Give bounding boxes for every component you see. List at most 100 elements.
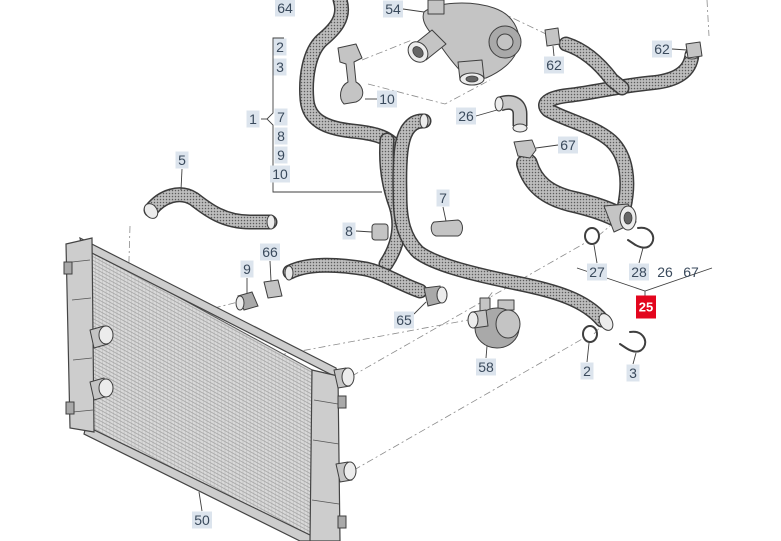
callout-number: 3 [629, 365, 637, 381]
callout-26[interactable]: 26 [456, 107, 476, 125]
hose-upper-right [545, 44, 692, 208]
callout-number: 67 [683, 264, 699, 280]
hose-junction [603, 203, 637, 233]
callout-number: 62 [546, 57, 562, 73]
callout-67[interactable]: 67 [558, 136, 578, 154]
callout-box [240, 260, 254, 278]
pump-nozzle-end [467, 311, 479, 329]
hose-clamp [430, 219, 463, 237]
spring-clip [627, 226, 655, 249]
pump-face [495, 309, 521, 339]
callout-54[interactable]: 54 [383, 0, 403, 18]
callout-64[interactable]: 64 [275, 0, 295, 17]
callout-number: 8 [277, 128, 285, 144]
callout-7[interactable]: 7 [436, 189, 450, 207]
guide-line [706, 0, 710, 37]
radiator-tubes [90, 250, 316, 541]
callout-number: 10 [272, 166, 288, 182]
callout-number: 62 [654, 41, 670, 57]
tank-rib [72, 357, 93, 361]
callout-62-right[interactable]: 62 [652, 40, 672, 58]
hose-clip [513, 139, 537, 159]
callout-number: 50 [194, 512, 210, 528]
callout-number: 9 [277, 147, 285, 163]
callout-box [436, 189, 450, 207]
callout-3[interactable]: 3 [626, 364, 640, 382]
connector-clip-66 [263, 279, 283, 299]
radiator-mount-pin [337, 395, 347, 409]
callout-65[interactable]: 65 [394, 311, 414, 329]
callout-number: 8 [345, 223, 353, 239]
callout-1[interactable]: 1 [246, 110, 260, 128]
highlight-number: 25 [639, 300, 653, 315]
callout-25-selected[interactable]: 25 [636, 295, 656, 319]
housing-inlet-bore [412, 46, 424, 58]
callout-9-group[interactable]: 9 [274, 146, 288, 164]
tank-rib [71, 297, 92, 301]
housing-dome-cap [496, 33, 514, 51]
radiator-bottom-rail [83, 425, 313, 541]
callout-58[interactable]: 58 [476, 358, 496, 376]
callout-box [456, 107, 476, 125]
elbow-end [494, 96, 504, 112]
tank-rib [311, 499, 340, 505]
callout-7-group[interactable]: 7 [274, 108, 288, 126]
callout-2[interactable]: 2 [580, 362, 594, 380]
callout-10-group[interactable]: 10 [270, 165, 290, 183]
radiator-right-lower-nozzle-end [343, 461, 357, 481]
tank-rib [72, 409, 94, 413]
guide-line [361, 39, 413, 61]
callout-8-group[interactable]: 8 [274, 127, 288, 145]
callout-50[interactable]: 50 [192, 511, 212, 529]
hose-lower-branch [290, 265, 420, 291]
thermostat-housing [407, 0, 522, 86]
radiator-upper-nozzle-end [98, 325, 114, 345]
callout-box [274, 146, 288, 164]
connector-end [235, 295, 245, 311]
callout-2-group[interactable]: 2 [273, 38, 287, 56]
leader-line [269, 260, 272, 282]
elbow-connector [494, 94, 528, 133]
callout-62-middle[interactable]: 62 [544, 56, 564, 74]
leader-line [180, 168, 183, 191]
callout-box [626, 364, 640, 382]
leader-line [552, 45, 555, 57]
callout-number: 7 [439, 190, 447, 206]
callout-67-group[interactable]: 67 [683, 264, 699, 280]
callout-28[interactable]: 28 [629, 263, 649, 281]
housing-outlet-bore [465, 75, 479, 83]
tank-rib [71, 259, 91, 263]
callout-box [544, 56, 564, 74]
callout-3-group[interactable]: 3 [273, 58, 287, 76]
callout-number: 5 [178, 152, 186, 168]
hose-clamp-small [371, 223, 389, 241]
callout-number: 2 [583, 363, 591, 379]
callout-26-group[interactable]: 26 [657, 264, 673, 280]
callout-number: 66 [262, 244, 278, 260]
guide-line [597, 225, 611, 237]
callout-box [192, 511, 212, 529]
highlight-box [636, 295, 656, 319]
callout-number: 58 [478, 359, 494, 375]
callout-10[interactable]: 10 [377, 90, 397, 108]
callout-number: 2 [276, 39, 284, 55]
callout-number: 27 [589, 264, 605, 280]
leader-line [475, 109, 498, 117]
hose-end [284, 265, 294, 281]
leader-line [442, 206, 447, 222]
callout-box [558, 136, 578, 154]
callout-box [580, 362, 594, 380]
callout-number: 28 [631, 264, 647, 280]
hose-clip [685, 41, 703, 59]
elbow-body [498, 96, 526, 126]
leader-line [485, 345, 488, 359]
callout-8[interactable]: 8 [342, 222, 356, 240]
callout-5[interactable]: 5 [175, 151, 189, 169]
leader-line [402, 8, 425, 13]
callout-9[interactable]: 9 [240, 260, 254, 278]
elbow-end [512, 123, 528, 133]
callout-box [274, 127, 288, 145]
radiator-left-tank [65, 237, 95, 433]
callout-27[interactable]: 27 [587, 263, 607, 281]
callout-66[interactable]: 66 [260, 243, 280, 261]
